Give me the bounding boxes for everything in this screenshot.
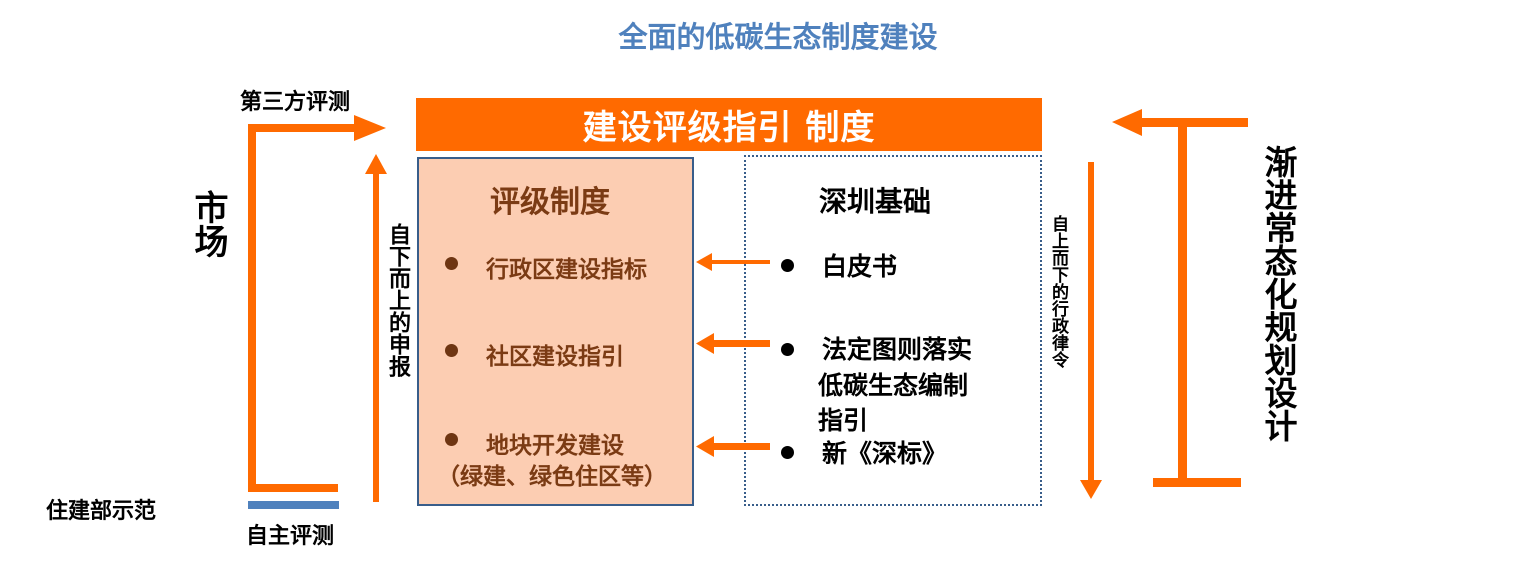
link-arrow-white-paper [696,253,770,271]
rating-item-plot-note: （绿建、绿色住区等） [437,464,667,490]
self-evaluation-bar [248,501,339,509]
third-party-evaluation-label: 第三方评测 [240,90,351,115]
shenzhen-basis-box [744,155,1042,506]
shenzhen-item-white-paper: 白皮书 [822,252,898,281]
shenzhen-item-lowcarbon-guideline: 低碳生态编制 [818,371,969,400]
link-arrow-statutory-plan [696,333,770,354]
shenzhen-item-new-standard: 新《深标》 [822,439,948,468]
self-evaluation-label: 自主评测 [246,524,335,549]
rating-item-community: 社区建设指引 [486,344,624,370]
bottom-up-arrow [365,154,387,502]
top-down-decree-label: 自上而下的行政律令 [1048,215,1068,368]
shenzhen-item-guideline: 指引 [818,406,869,435]
top-down-arrow [1080,162,1102,499]
rating-system-box [417,157,694,506]
bullet-icon [445,344,458,357]
rating-system-title: 评级制度 [490,185,610,220]
bullet-icon [445,433,458,446]
shenzhen-basis-title: 深圳基础 [819,185,932,218]
market-label: 市场 [188,190,228,258]
bullet-icon [781,343,794,356]
bullet-icon [781,259,794,272]
bullet-icon [781,446,794,459]
ministry-demonstration-label: 住建部示范 [46,499,157,524]
rating-item-plot: 地块开发建设 [486,433,624,459]
bullet-icon [445,257,458,270]
rating-item-district: 行政区建设指标 [486,257,647,283]
market-arrow [248,115,386,492]
gradual-normalized-planning-label: 渐进常态化规划设计 [1259,145,1298,442]
gradual-planning-arrow [1112,109,1248,487]
banner-rating-guideline-system: 建设评级指引 制度 [416,98,1042,151]
shenzhen-item-statutory-plan: 法定图则落实 [822,335,973,364]
bottom-up-application-label: 自下而上的申报 [385,223,410,377]
link-arrow-new-standard [696,436,770,457]
page-title: 全面的低碳生态制度建设 [618,20,938,54]
